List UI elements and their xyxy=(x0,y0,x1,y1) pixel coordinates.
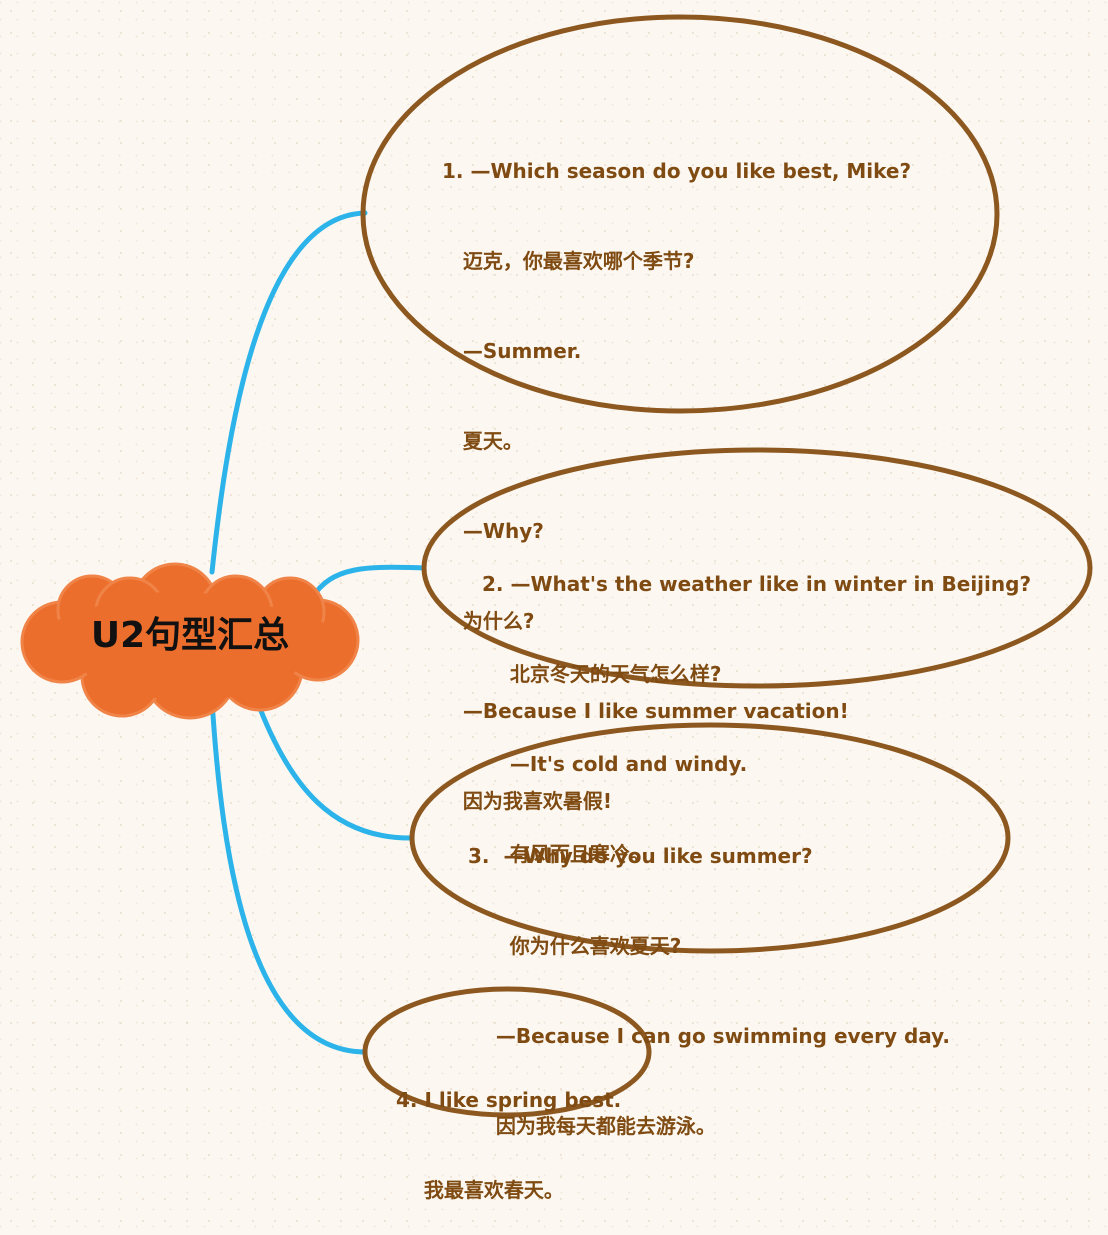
node-1-line-6: 为什么? xyxy=(442,609,535,633)
node-1-line-5: —Why? xyxy=(442,519,544,543)
node-2-line-1: 2. —What's the weather like in winter in… xyxy=(482,572,1032,596)
connector-2 xyxy=(309,564,427,601)
node-ellipse-2 xyxy=(421,447,1093,689)
node-1-line-7: —Because I like summer vacation! xyxy=(442,699,849,723)
node-1-line-3: —Summer. xyxy=(442,339,582,363)
node-4-line-1: 4. I like spring best. xyxy=(396,1088,622,1112)
node-ellipse-3 xyxy=(409,722,1011,954)
node-3-line-3: —Because I can go swimming every day. xyxy=(468,1024,950,1048)
node-text-3[interactable]: 3. —Why do you like summer? 你为什么喜欢夏天? —B… xyxy=(468,781,950,1171)
node-1-line-8: 因为我喜欢暑假! xyxy=(442,789,613,813)
node-text-1[interactable]: 1. —Which season do you like best, Mike?… xyxy=(442,96,911,846)
mind-map-diagram xyxy=(20,14,1093,1118)
connector-4 xyxy=(209,697,367,1055)
node-2-line-2: 北京冬天的天气怎么样? xyxy=(482,662,722,686)
node-ellipse-1 xyxy=(360,14,1000,414)
node-1-line-2: 迈克，你最喜欢哪个季节? xyxy=(442,249,695,273)
node-ellipse-4 xyxy=(362,986,652,1118)
node-1-line-1: 1. —Which season do you like best, Mike? xyxy=(442,159,912,183)
connector-3 xyxy=(253,695,413,841)
node-2-line-4: 有风而且寒冷。 xyxy=(482,842,650,866)
root-cloud-fill xyxy=(38,592,338,700)
node-1-line-4: 夏天。 xyxy=(442,429,523,453)
connector-1 xyxy=(209,210,368,575)
node-4-line-2: 我最喜欢春天。 xyxy=(396,1178,564,1202)
node-3-line-1: 3. —Why do you like summer? xyxy=(468,844,813,868)
node-text-2[interactable]: 2. —What's the weather like in winter in… xyxy=(482,509,1031,899)
node-text-4[interactable]: 4. I like spring best. 我最喜欢春天。 xyxy=(396,1025,621,1235)
node-3-line-2: 你为什么喜欢夏天? xyxy=(468,934,682,958)
node-2-line-3: —It's cold and windy. xyxy=(482,752,748,776)
root-title[interactable]: U2句型汇总 xyxy=(90,615,290,656)
